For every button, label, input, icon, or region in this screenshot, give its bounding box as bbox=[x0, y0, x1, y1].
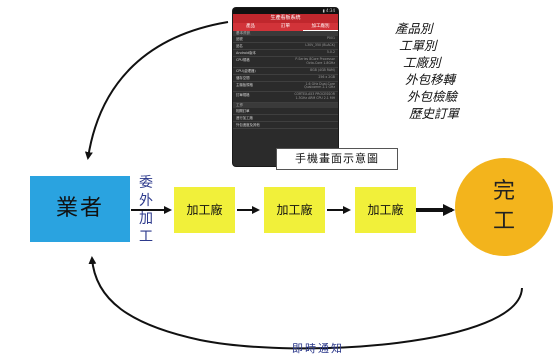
phone-row-value: 8GB (4GB RAM) bbox=[310, 67, 335, 72]
phone-tab-order[interactable]: 訂單 bbox=[281, 24, 290, 29]
phone-row[interactable]: CPU(處理器) 8GB (4GB RAM) bbox=[233, 68, 338, 75]
curve-done-to-vendor bbox=[88, 256, 523, 350]
phone-caption: 手機畫面示意圖 bbox=[276, 148, 398, 170]
outsource-char: 委 bbox=[139, 175, 153, 191]
phone-row-key: 訂單規格 bbox=[236, 93, 250, 98]
phone-row[interactable]: CPU規格 P-Series 8Core Processor Octa-Core … bbox=[233, 57, 338, 68]
notify-label: 即時通知 bbox=[292, 342, 344, 355]
phone-row-key: 進行加工廠 bbox=[236, 115, 253, 120]
feature-item: 產品別 bbox=[395, 21, 433, 36]
phone-row[interactable]: 訂單規格 CORTEX-A53 PROCESSOR 1.3GHz ARM CPU … bbox=[233, 92, 338, 103]
phone-row-key: 外包進度及其他 bbox=[236, 122, 260, 127]
phone-work-rows: 相關訂單進行加工廠外包進度及其他 bbox=[233, 108, 338, 129]
outsource-label: 委 外 加 工 bbox=[138, 174, 154, 246]
outsource-char: 工 bbox=[139, 229, 153, 245]
factory-box-2: 加工廠 bbox=[264, 187, 325, 233]
phone-row-key: 儲存空間 bbox=[236, 75, 250, 80]
done-char: 完 bbox=[492, 179, 515, 204]
done-circle: 完 工 bbox=[455, 158, 553, 256]
phone-row-value: 256 x 2GB bbox=[318, 74, 335, 79]
phone-row-value: CORTEX-A53 PROCESSOR 1.3GHz ARM CPU 2.1 … bbox=[294, 92, 335, 100]
phone-row-key: CPU(處理器) bbox=[236, 68, 256, 73]
phone-row-value: 1.6 GHz Dual-Core Qualcomm 2.1 GHz bbox=[304, 81, 335, 90]
outsource-char: 加 bbox=[139, 211, 153, 227]
phone-row[interactable]: 外包進度及其他 bbox=[233, 122, 338, 129]
phone-row-key: 品名 bbox=[236, 44, 243, 48]
phone-row[interactable]: 相關訂單 bbox=[233, 108, 338, 115]
feature-list: 產品別 工單別 工廠別 外包移轉 外包檢驗 歷史訂單 bbox=[395, 20, 515, 122]
phone-app-title: 生產看板系統 bbox=[233, 14, 338, 23]
curve-phone-to-vendor bbox=[84, 21, 229, 160]
phone-tab-factory[interactable]: 加工廠別 bbox=[303, 23, 338, 31]
phone-row[interactable]: 主機板規格 1.6 GHz Dual-Core Qualcomm 2.1 GHz bbox=[233, 82, 338, 93]
feature-item: 歷史訂單 bbox=[409, 106, 460, 121]
feature-item: 外包移轉 bbox=[405, 72, 456, 87]
factory-box-3: 加工廠 bbox=[355, 187, 416, 233]
outsource-char: 外 bbox=[139, 193, 153, 209]
phone-screenshot: ▮ 4:34 生產看板系統 產品 訂單 加工廠別 基本資訊 品號 P001 品名 L3… bbox=[233, 8, 338, 166]
phone-status-bar: ▮ 4:34 bbox=[233, 8, 338, 14]
phone-row-value: P-Series 8Core Processor Octa-Core 1.8GH… bbox=[295, 57, 335, 65]
feature-item: 工單別 bbox=[399, 38, 437, 53]
phone-tabs: 產品 訂單 加工廠別 bbox=[233, 23, 338, 31]
factory-box-1: 加工廠 bbox=[174, 187, 235, 233]
phone-section-basic: 基本資訊 bbox=[233, 31, 338, 36]
feature-item: 工廠別 bbox=[403, 55, 441, 70]
phone-row-value: L30V_350 (BLACK) bbox=[305, 43, 335, 47]
phone-row-key: 相關訂單 bbox=[236, 108, 250, 113]
phone-row[interactable]: Android版本 5.0.2 bbox=[233, 50, 338, 57]
phone-section-work: 工作 bbox=[233, 102, 338, 108]
phone-row-value: 5.0.2 bbox=[326, 50, 335, 54]
phone-row[interactable]: 進行加工廠 bbox=[233, 115, 338, 122]
phone-tab-product[interactable]: 產品 bbox=[246, 24, 255, 29]
phone-row-key: 主機板規格 bbox=[236, 82, 253, 87]
vendor-box: 業者 bbox=[30, 176, 130, 242]
phone-row[interactable]: 品號 P001 bbox=[233, 36, 338, 43]
done-char: 工 bbox=[492, 209, 515, 234]
phone-row-value: P001 bbox=[326, 36, 335, 40]
phone-row-key: CPU規格 bbox=[236, 58, 250, 62]
phone-row[interactable]: 儲存空間 256 x 2GB bbox=[233, 75, 338, 82]
phone-row-key: Android版本 bbox=[236, 51, 256, 55]
phone-row[interactable]: 品名 L30V_350 (BLACK) bbox=[233, 43, 338, 50]
feature-item: 外包檢驗 bbox=[407, 89, 458, 104]
phone-row-key: 品號 bbox=[236, 37, 243, 41]
